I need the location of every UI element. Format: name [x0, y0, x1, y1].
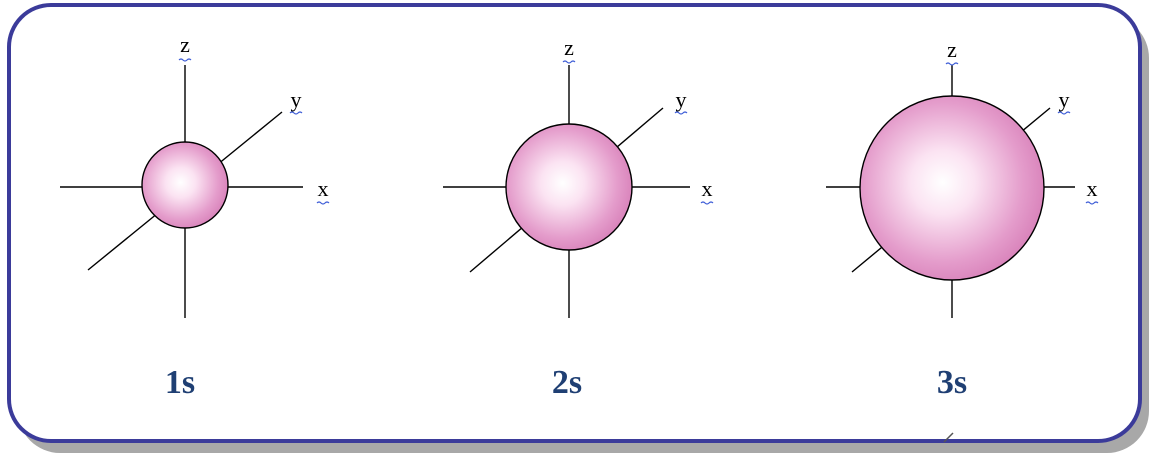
- spellcheck-underline: [562, 60, 576, 64]
- orbital-2s: z y x 2s: [443, 35, 714, 401]
- z-axis-label: z: [947, 37, 957, 62]
- y-axis-label: y: [1059, 87, 1070, 112]
- orbital-sphere: [141, 141, 229, 229]
- spellcheck-underline: [1057, 111, 1071, 115]
- stray-mark: [943, 432, 954, 443]
- spellcheck-underline: [674, 111, 688, 115]
- y-axis-label: y: [676, 87, 687, 112]
- orbital-label-3s: 3s: [937, 364, 967, 401]
- orbital-sphere: [505, 123, 633, 251]
- spellcheck-underline: [1085, 201, 1099, 205]
- spellcheck-underline: [316, 201, 330, 205]
- orbital-label-1s: 1s: [165, 364, 195, 401]
- spellcheck-underline: [289, 111, 303, 115]
- spellcheck-underline: [700, 201, 714, 205]
- orbital-1s: z y x 1s: [60, 32, 330, 401]
- y-axis-label: y: [291, 87, 302, 112]
- z-axis-label: z: [180, 32, 190, 57]
- orbital-label-2s: 2s: [552, 364, 582, 401]
- x-axis-label: x: [318, 176, 329, 201]
- x-axis-label: x: [1087, 176, 1098, 201]
- spellcheck-underline: [945, 62, 959, 66]
- spellcheck-underline: [178, 58, 192, 62]
- z-axis-label: z: [564, 35, 574, 60]
- orbital-sphere: [859, 95, 1045, 281]
- orbital-3s: z y x 3s: [826, 37, 1099, 401]
- x-axis-label: x: [702, 176, 713, 201]
